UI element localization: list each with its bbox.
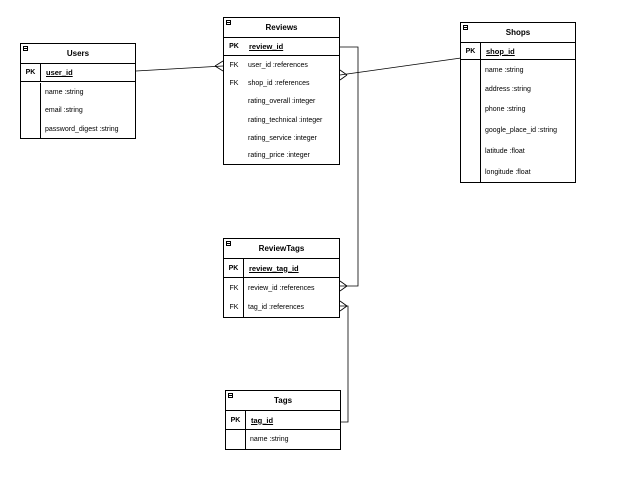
field-name: name :string — [485, 66, 524, 74]
key-column-divider — [21, 83, 41, 139]
field-row[interactable]: name :string — [226, 430, 340, 449]
field-row[interactable]: FK tag_id :references — [224, 298, 339, 317]
field-row[interactable]: phone :string — [461, 99, 575, 120]
field-list: FK user_id :references FK shop_id :refer… — [224, 56, 339, 164]
field-row[interactable]: FK user_id :references — [224, 56, 339, 74]
field-name: review_id :references — [248, 284, 315, 292]
field-row[interactable]: rating_technical :integer — [224, 111, 339, 129]
entity-tags[interactable]: Tags PK tag_id name :string — [225, 390, 341, 450]
field-row[interactable]: address :string — [461, 80, 575, 99]
entity-users[interactable]: Users PK user_id name :string email :str… — [20, 43, 136, 139]
field-name: name :string — [45, 88, 84, 96]
field-key: FK — [229, 61, 239, 69]
field-row[interactable]: FK shop_id :references — [224, 74, 339, 92]
key-column-divider — [226, 430, 246, 449]
field-name: rating_overall :integer — [248, 98, 316, 105]
pk-field: user_id — [46, 68, 73, 77]
relation-shops-reviews — [339, 57, 462, 76]
primary-key-row[interactable]: PK review_id — [224, 38, 339, 56]
field-name: address :string — [485, 86, 531, 93]
key-column-divider — [224, 278, 244, 317]
field-row[interactable]: name :string — [21, 83, 135, 101]
field-key: FK — [229, 284, 239, 292]
key-column-divider — [461, 60, 481, 182]
entity-title: Shops — [505, 28, 531, 37]
field-list: name :string email :string password_dige… — [21, 83, 135, 139]
field-list: FK review_id :references FK tag_id :refe… — [224, 278, 339, 317]
crowfoot-reviews-shop-id — [339, 69, 348, 81]
entity-title: Reviews — [265, 23, 298, 32]
field-row[interactable]: name :string — [461, 60, 575, 80]
pk-label: PK — [226, 411, 246, 429]
field-name: shop_id :references — [248, 79, 310, 87]
field-row[interactable]: FK review_id :references — [224, 278, 339, 298]
primary-key-row[interactable]: PK tag_id — [226, 411, 340, 430]
entity-title: Users — [66, 49, 90, 58]
primary-key-row[interactable]: PK shop_id — [461, 43, 575, 60]
entity-header: Users — [21, 44, 135, 64]
collapse-icon[interactable] — [226, 241, 231, 246]
entity-review-tags[interactable]: ReviewTags PK review_tag_id FK review_id… — [223, 238, 340, 318]
entity-title: ReviewTags — [258, 244, 305, 253]
crowfoot-reviewtags-review-id — [339, 280, 348, 292]
entity-header: ReviewTags — [224, 239, 339, 259]
pk-field: review_id — [249, 42, 284, 51]
field-row[interactable]: rating_service :integer — [224, 129, 339, 147]
pk-field: tag_id — [251, 415, 274, 425]
field-name: user_id :references — [248, 61, 308, 69]
pk-field: shop_id — [486, 46, 515, 56]
field-row[interactable]: rating_price :integer — [224, 147, 339, 164]
entity-title: Tags — [273, 396, 293, 405]
collapse-icon[interactable] — [228, 393, 233, 398]
field-key: FK — [229, 304, 239, 311]
primary-key-row[interactable]: PK user_id — [21, 64, 135, 82]
field-row[interactable]: latitude :float — [461, 140, 575, 162]
pk-label: PK — [224, 259, 244, 277]
relation-reviews-reviewtags — [340, 46, 359, 287]
field-name: email :string — [45, 107, 83, 114]
collapse-icon[interactable] — [463, 25, 468, 30]
field-name: phone :string — [485, 106, 526, 113]
crowfoot-reviewtags-tag-id — [339, 300, 348, 312]
entity-header: Reviews — [224, 18, 339, 38]
field-name: rating_service :integer — [248, 134, 317, 142]
entity-header: Shops — [461, 23, 575, 43]
pk-label: PK — [229, 43, 239, 50]
field-key: FK — [229, 79, 239, 87]
collapse-icon[interactable] — [226, 20, 231, 25]
field-name: latitude :float — [485, 147, 525, 155]
entity-header: Tags — [226, 391, 340, 411]
entity-shops[interactable]: Shops PK shop_id name :string address :s… — [460, 22, 576, 183]
entity-reviews[interactable]: Reviews PK review_id FK user_id :referen… — [223, 17, 340, 165]
pk-field: review_tag_id — [249, 263, 299, 273]
field-list: name :string — [226, 430, 340, 449]
collapse-icon[interactable] — [23, 46, 28, 51]
relation-tags-reviewtags — [340, 305, 349, 423]
crowfoot-reviews-user-id — [214, 60, 224, 72]
field-name: tag_id :references — [248, 304, 305, 311]
relation-users-reviews — [135, 65, 224, 72]
field-list: name :string address :string phone :stri… — [461, 60, 575, 182]
field-name: longitude :float — [485, 169, 531, 176]
pk-label: PK — [21, 64, 41, 81]
pk-label: PK — [461, 43, 481, 59]
field-name: password_digest :string — [45, 125, 119, 133]
field-row[interactable]: google_place_id :string — [461, 120, 575, 140]
field-name: google_place_id :string — [485, 126, 557, 134]
field-name: name :string — [250, 436, 289, 443]
field-row[interactable]: rating_overall :integer — [224, 92, 339, 111]
field-row[interactable]: longitude :float — [461, 162, 575, 183]
primary-key-row[interactable]: PK review_tag_id — [224, 259, 339, 278]
field-name: rating_technical :integer — [248, 116, 323, 124]
field-row[interactable]: email :string — [21, 101, 135, 120]
field-name: rating_price :integer — [248, 152, 310, 159]
field-row[interactable]: password_digest :string — [21, 120, 135, 138]
